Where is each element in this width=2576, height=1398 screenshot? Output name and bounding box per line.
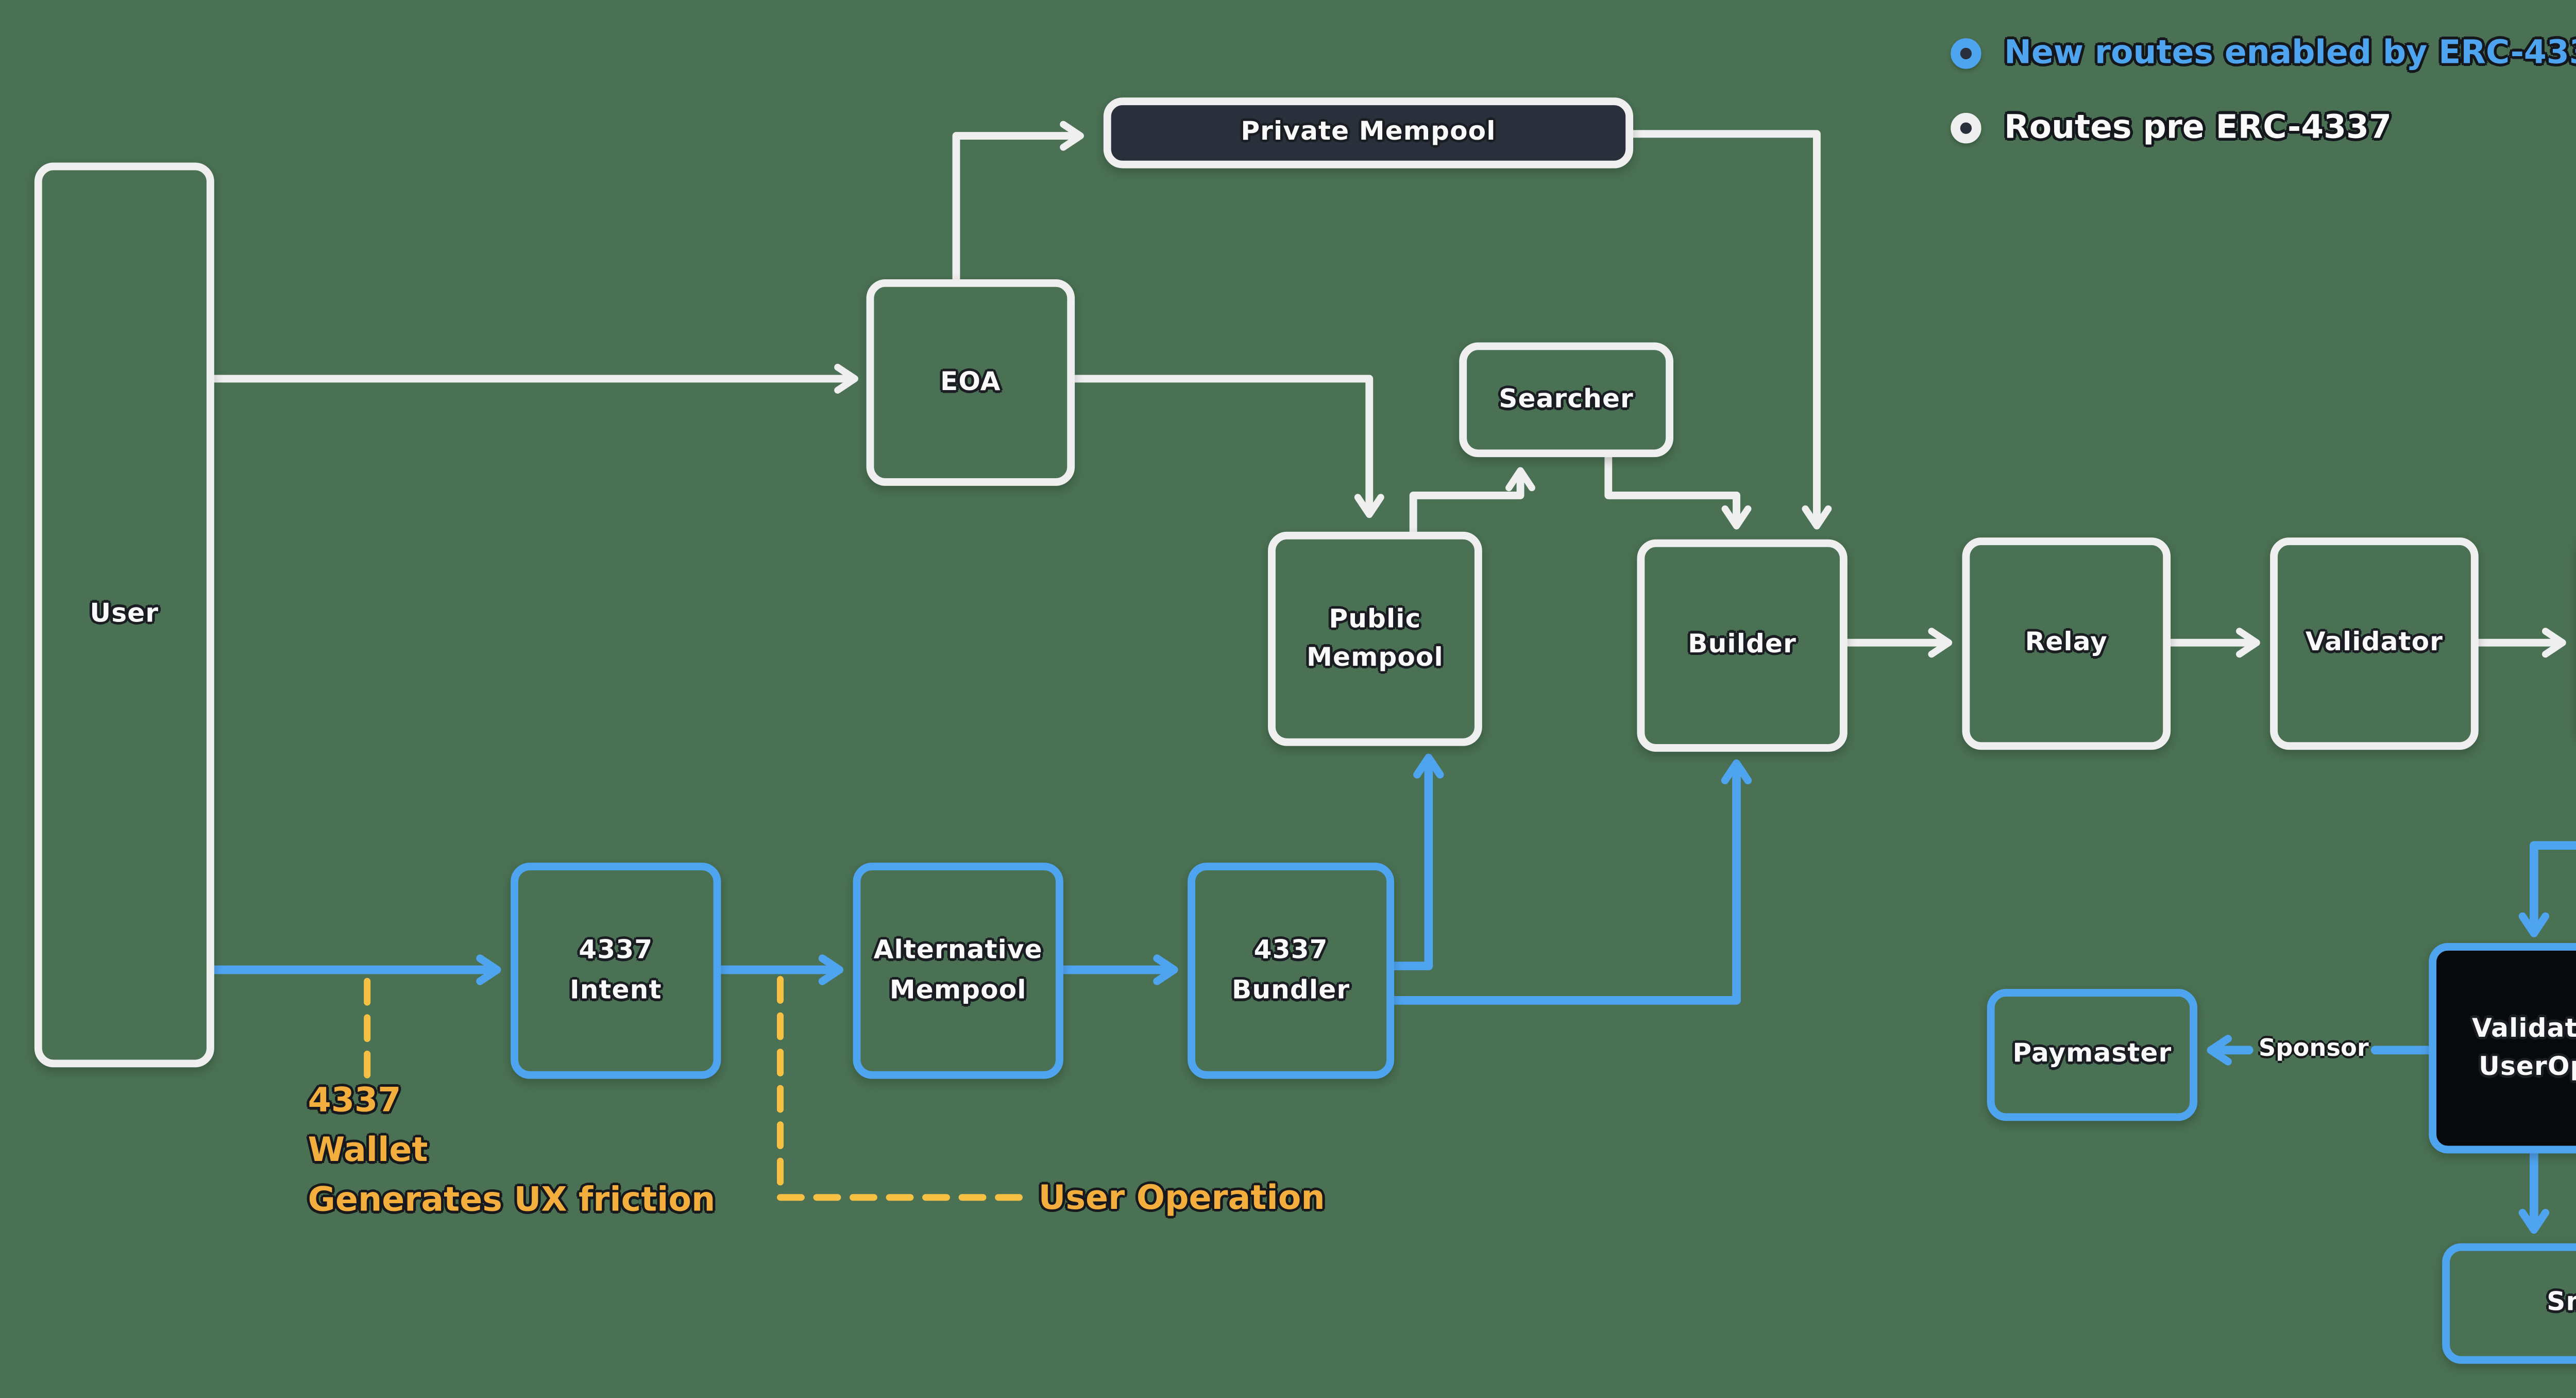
route-public-mempool-to-searcher	[1409, 467, 1535, 536]
node-paymaster-label: Paymaster	[2012, 1039, 2172, 1070]
legend-item-new-routes: New routes enabled by ERC-4337	[1951, 35, 2576, 73]
route-bundler-to-public-mempool	[1389, 753, 1444, 970]
node-paymaster: Paymaster	[1987, 989, 2198, 1121]
wallet-friction-annotation: 4337 Wallet Generates UX friction	[308, 1077, 716, 1226]
node-user-label: User	[90, 599, 159, 630]
node-relay-label: Relay	[2025, 628, 2108, 659]
legend-label-new-routes: New routes enabled by ERC-4337	[2004, 34, 2576, 73]
node-public-mempool-label: Public Mempool	[1306, 604, 1444, 673]
node-eoa-label: EOA	[940, 367, 1001, 398]
node-4337-bundler-label: 4337 Bundler	[1232, 936, 1350, 1005]
node-4337-intent-label: 4337 Intent	[569, 936, 662, 1005]
node-relay: Relay	[1962, 537, 2171, 750]
node-private-mempool-label: Private Mempool	[1241, 117, 1496, 148]
sponsor-annotation: Sponsor	[2258, 1033, 2369, 1062]
route-eoa-to-private-mempool	[952, 121, 1084, 283]
blue-ring-circle-icon	[1951, 38, 1981, 69]
node-smart-contract-wallet-label: Smart Contract Wallet	[2547, 1288, 2576, 1319]
node-smart-contract-wallet: Smart Contract Wallet	[2442, 1243, 2576, 1364]
node-validator: Validator	[2270, 537, 2479, 750]
node-builder-label: Builder	[1688, 630, 1797, 661]
wallet-friction-line3: Generates UX friction	[308, 1182, 716, 1221]
node-4337-bundler: 4337 Bundler	[1188, 863, 1395, 1079]
user-operation-annotation: User Operation	[1038, 1180, 1325, 1219]
route-searcher-to-builder	[1604, 453, 1752, 530]
node-searcher: Searcher	[1459, 342, 1673, 458]
node-searcher-label: Searcher	[1499, 384, 1634, 415]
route-entrypoint-to-validate-userop	[2518, 841, 2576, 937]
wallet-friction-line1: 4337	[308, 1082, 401, 1121]
node-alternative-mempool-label: Alternative Mempool	[873, 936, 1043, 1005]
node-private-mempool: Private Mempool	[1103, 97, 1634, 169]
node-user: User	[34, 162, 214, 1068]
white-ring-circle-icon	[1951, 113, 1981, 144]
legend-item-pre-routes: Routes pre ERC-4337	[1951, 109, 2392, 147]
node-4337-intent: 4337 Intent	[511, 863, 721, 1079]
node-public-mempool: Public Mempool	[1268, 531, 1482, 746]
route-eoa-to-public-mempool	[1071, 375, 1384, 518]
node-builder: Builder	[1637, 539, 1848, 752]
wallet-friction-line2: Wallet	[308, 1132, 428, 1171]
node-validator-label: Validator	[2305, 628, 2443, 659]
route-private-mempool-to-builder	[1629, 130, 1832, 530]
route-bundler-to-builder	[1389, 759, 1752, 1005]
node-alternative-mempool: Alternative Mempool	[853, 863, 1063, 1079]
node-eoa: EOA	[866, 279, 1075, 486]
legend-label-pre-routes: Routes pre ERC-4337	[2004, 109, 2392, 147]
